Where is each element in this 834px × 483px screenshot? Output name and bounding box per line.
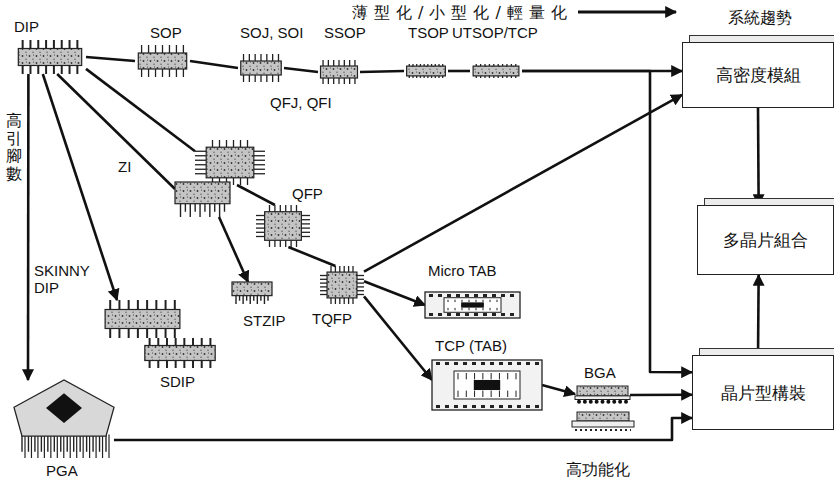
package-name: TQFP [312, 310, 352, 327]
flow-arrow [288, 247, 335, 266]
package-illustration [404, 64, 448, 78]
flow-arrow [114, 418, 692, 440]
box-label: 晶片型構裝 [713, 379, 814, 407]
flow-arrow [219, 217, 248, 282]
package-illustration [256, 205, 310, 247]
package-node: PGA [14, 380, 114, 458]
package-name: TSOP [408, 24, 449, 41]
package-illustration [135, 45, 190, 77]
package-node: UTSOP/TCP [470, 64, 522, 78]
flow-arrow [360, 71, 404, 72]
package-illustration [140, 338, 220, 368]
package-illustration [425, 292, 520, 318]
flow-arrow [364, 95, 682, 272]
package-node: ZI [175, 182, 230, 217]
package-name: SOJ, SOI [240, 24, 303, 41]
package-name: ZI [118, 158, 131, 175]
package-name: DIP [14, 18, 39, 35]
package-illustration [14, 380, 114, 458]
flow-arrow [190, 61, 238, 68]
package-node: SKINNY DIP [100, 300, 185, 338]
package-name: SSOP [324, 24, 366, 41]
flow-arrow [237, 185, 275, 205]
package-illustration [100, 300, 185, 338]
box-label: 多晶片組合 [715, 226, 816, 254]
package-illustration [232, 282, 272, 304]
trend-label: 高功能化 [566, 460, 630, 479]
package-illustration [238, 54, 284, 82]
package-name: UTSOP/TCP [452, 24, 538, 41]
package-illustration [14, 40, 86, 74]
package-name: STZIP [243, 312, 286, 329]
box-label: 高密度模組 [708, 61, 809, 89]
package-node: SDIP [140, 338, 220, 368]
flow-arrow [542, 385, 575, 394]
package-name: Micro TAB [428, 262, 497, 279]
flow-arrow [630, 393, 692, 396]
package-illustration [318, 60, 360, 84]
package-node: SOJ, SOI [238, 54, 284, 82]
flow-arrow [86, 57, 135, 61]
package-node: TCP (TAB) [432, 360, 542, 410]
package-node: Micro TAB [425, 292, 520, 318]
package-name: SKINNY DIP [34, 262, 100, 296]
trend-box: 高密度模組 [682, 42, 834, 108]
package-name: SOP [150, 24, 182, 41]
package-name: PGA [46, 462, 78, 479]
trend-label: 薄型化/小型化/輕量化 [352, 3, 573, 22]
trend-label: 系統趨勢 [728, 8, 792, 27]
trend-box: 多晶片組合 [697, 205, 834, 275]
package-name: QFP [292, 185, 323, 202]
package-illustration [320, 266, 364, 304]
flow-arrow [284, 68, 318, 72]
flow-arrow [86, 69, 195, 151]
trend-box: 晶片型構裝 [692, 355, 834, 430]
package-name: TCP (TAB) [435, 337, 507, 354]
flow-arrow [522, 71, 692, 372]
flow-arrow [448, 70, 470, 73]
package-name: QFJ, QFI [270, 94, 332, 111]
package-illustration [432, 360, 542, 410]
package-node: SOP [135, 45, 190, 77]
package-illustration [470, 64, 522, 78]
package-illustration [175, 182, 230, 217]
package-illustration [195, 140, 265, 185]
flow-arrow [364, 281, 425, 305]
package-node: STZIP [232, 282, 272, 304]
axis-label: 高引腳數 [6, 112, 22, 182]
package-name: BGA [584, 364, 616, 381]
package-node: QFJ, QFI [195, 140, 265, 185]
package-node: DIP [14, 40, 86, 74]
flow-arrow [757, 275, 760, 355]
flow-arrow [757, 108, 760, 205]
package-node: TSOP [404, 64, 448, 78]
package-illustration [575, 386, 630, 404]
package-node: TQFP [320, 266, 364, 304]
package-node: QFP [256, 205, 310, 247]
package-node: SSOP [318, 60, 360, 84]
package-node: BGA [575, 386, 630, 404]
package-name: SDIP [160, 373, 195, 390]
flow-arrow [27, 74, 30, 380]
stacked-chip [572, 412, 634, 430]
flow-arrow [364, 296, 432, 380]
trend-arrow [578, 11, 676, 14]
